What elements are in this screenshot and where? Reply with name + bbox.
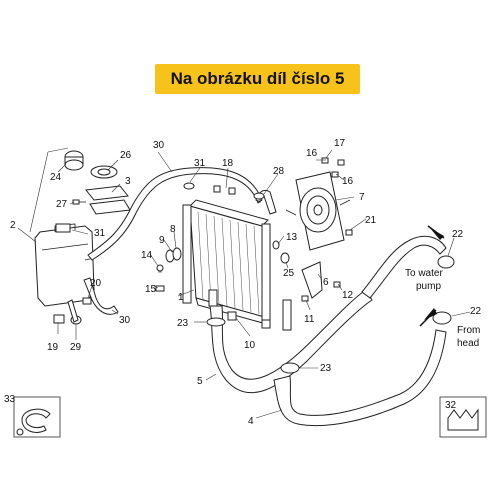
clip-19: [53, 314, 65, 324]
callout-27: 27: [56, 199, 68, 210]
fan-screws: [301, 157, 353, 302]
callout-17: 17: [334, 138, 346, 149]
callout-15: 15: [145, 284, 157, 295]
callout-6: 6: [323, 277, 329, 288]
filler-cap: [64, 150, 84, 171]
callout-22b: 22: [470, 306, 482, 317]
callout-12: 12: [342, 290, 354, 301]
tank-bracket-line: [47, 147, 69, 153]
callout-20: 20: [90, 278, 102, 289]
callout-22a: 22: [452, 229, 464, 240]
clip-20: [82, 297, 92, 305]
callout-14: 14: [141, 250, 153, 261]
note-to-water-pump-line1: To water: [405, 268, 443, 279]
callout-9: 9: [159, 235, 165, 246]
callout-18: 18: [222, 158, 234, 169]
callout-31a: 31: [194, 158, 206, 169]
part-number-banner: Na obrázku díl číslo 5: [155, 64, 360, 94]
grommet-13-25: [272, 240, 290, 264]
screw-27: [72, 199, 86, 205]
fan-bracket: [301, 261, 323, 299]
tank-bracket-plate: [85, 185, 131, 215]
hose-from-head: [273, 329, 447, 427]
callout-3: 3: [125, 176, 131, 187]
tank-bracket-line: [29, 151, 49, 233]
callout-30b: 30: [119, 315, 131, 326]
clamp-31: [183, 182, 195, 190]
callout-16a: 16: [306, 148, 318, 159]
seal-ring: [90, 165, 118, 179]
callout-30a: 30: [153, 140, 165, 151]
clamp-22-upper: [437, 255, 455, 269]
fastener-10: [227, 311, 271, 329]
tank-drain-hose: [67, 299, 79, 323]
callout-19: 19: [47, 342, 59, 353]
callout-23b: 23: [320, 363, 332, 374]
inset-box-33: [13, 396, 61, 438]
callout-28: 28: [273, 166, 285, 177]
callout-31b: 31: [94, 228, 106, 239]
expansion-tank: [34, 223, 95, 307]
hose-to-water-pump: [361, 235, 447, 299]
note-to-water-pump-line2: pump: [416, 281, 441, 292]
clamp-28: [253, 192, 265, 200]
callout-16b: 16: [342, 176, 354, 187]
callout-25: 25: [283, 268, 295, 279]
leader-lines: [17, 149, 471, 419]
note-from-head-line1: From: [457, 325, 480, 336]
note-from-head-line2: head: [457, 338, 479, 349]
callout-26: 26: [120, 150, 132, 161]
tank-neck-cap: [55, 223, 71, 233]
radiator: [182, 199, 292, 331]
callout-23a: 23: [177, 318, 189, 329]
callout-29: 29: [70, 342, 82, 353]
arrow-from-head-icon: [424, 308, 437, 320]
callout-8: 8: [170, 224, 176, 235]
hose-clamp-23: [206, 317, 226, 327]
clamp-22-lower: [432, 311, 452, 325]
callout-13: 13: [286, 232, 298, 243]
callout-33: 33: [4, 394, 16, 405]
callout-11: 11: [304, 314, 315, 325]
callout-1: 1: [178, 292, 184, 303]
callout-21: 21: [365, 215, 377, 226]
callout-7: 7: [359, 192, 365, 203]
grommet-8-9: [155, 247, 182, 292]
callout-32: 32: [445, 400, 457, 411]
overflow-hose: [87, 167, 263, 261]
hose-clamp-23-lower: [280, 362, 300, 374]
callout-labels: 1 2 3 4 5 6 7 8 9 10 11 12 13 14 15 16 1…: [4, 138, 482, 427]
tank-outlet-hose: [83, 277, 119, 315]
banner-title: Na obrázku díl číslo 5: [170, 69, 345, 88]
inset-box-32: [439, 396, 487, 438]
callout-4: 4: [248, 416, 254, 427]
callout-24: 24: [50, 172, 62, 183]
callout-2: 2: [10, 220, 16, 231]
callout-5: 5: [197, 376, 203, 387]
fastener-18: [213, 185, 236, 195]
cooling-fan: [285, 171, 351, 251]
callout-10: 10: [244, 340, 256, 351]
